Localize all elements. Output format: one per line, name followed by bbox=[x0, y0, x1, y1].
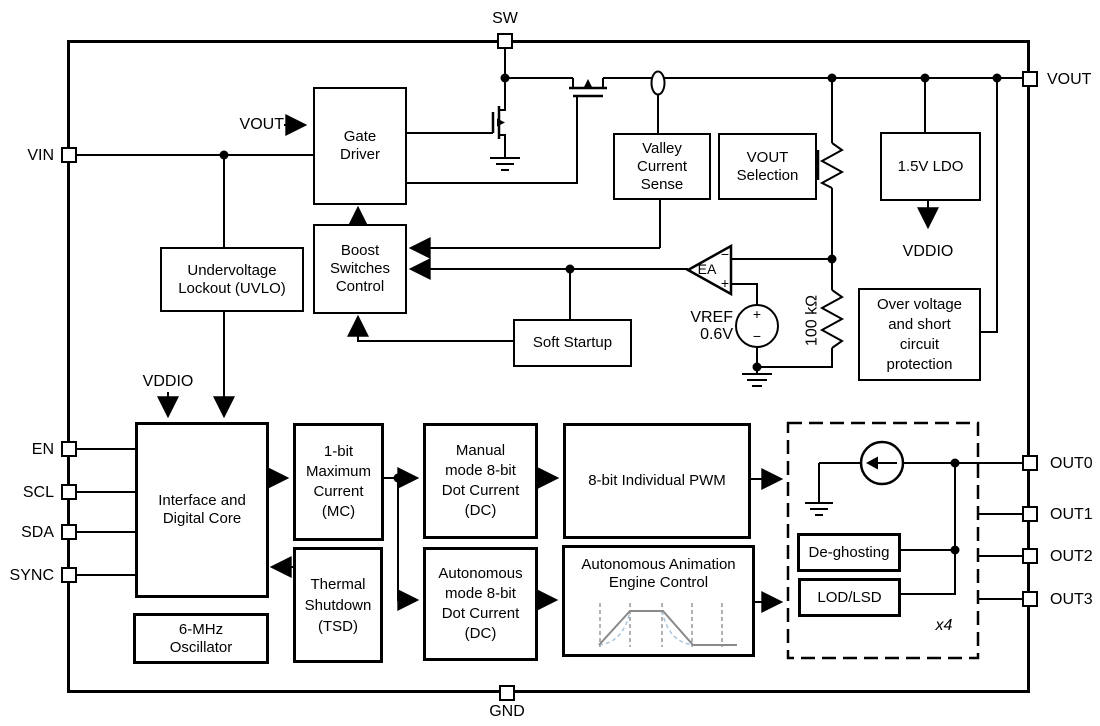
block-max-current: 1-bit Maximum Current (MC) bbox=[293, 423, 384, 541]
highside-mosfet-icon bbox=[569, 78, 607, 98]
pin-out1-label: OUT1 bbox=[1050, 506, 1093, 523]
pin-scl-label: SCL bbox=[22, 484, 54, 501]
vddio-core-label: VDDIO bbox=[142, 373, 194, 390]
pin-sw bbox=[496, 32, 513, 49]
pin-vout-label: VOUT bbox=[1047, 71, 1092, 88]
block-thermal-shutdown: Thermal Shutdown (TSD) bbox=[293, 547, 383, 663]
pin-vout bbox=[1021, 70, 1038, 87]
block-animation-engine: Autonomous Animation Engine Control bbox=[562, 545, 755, 657]
pin-out2 bbox=[1021, 547, 1038, 564]
vref-ground-icon bbox=[742, 373, 772, 387]
pin-out3 bbox=[1021, 590, 1038, 607]
block-auto-dot-current: Autonomous mode 8-bit Dot Current (DC) bbox=[423, 547, 538, 661]
pin-sw-label: SW bbox=[492, 10, 518, 27]
pin-scl bbox=[60, 483, 77, 500]
inductor-sense-icon bbox=[650, 70, 666, 96]
block-valley-current-sense: Valley Current Sense bbox=[613, 133, 711, 200]
block-oscillator: 6-MHz Oscillator bbox=[133, 613, 269, 664]
ea-plus-sign: + bbox=[720, 275, 730, 291]
pin-out2-label: OUT2 bbox=[1050, 548, 1093, 565]
chip-boundary bbox=[67, 40, 1030, 693]
block-ldo: 1.5V LDO bbox=[880, 132, 981, 201]
error-amplifier-icon bbox=[685, 243, 733, 297]
error-amp-label: EA bbox=[697, 261, 717, 277]
block-individual-pwm: 8-bit Individual PWM bbox=[563, 423, 751, 539]
pin-out0 bbox=[1021, 454, 1038, 471]
animation-waveform bbox=[598, 603, 737, 647]
block-soft-startup: Soft Startup bbox=[513, 319, 632, 367]
vref-source-icon bbox=[735, 304, 779, 348]
block-uvlo: Undervoltage Lockout (UVLO) bbox=[160, 247, 304, 312]
vddio-ldo-label: VDDIO bbox=[902, 243, 954, 260]
pin-en bbox=[60, 440, 77, 457]
vref-minus-sign: − bbox=[752, 328, 762, 344]
pin-sync bbox=[60, 566, 77, 583]
pin-vin bbox=[60, 146, 77, 163]
current-source-icon bbox=[859, 440, 905, 486]
block-manual-dot-current: Manual mode 8-bit Dot Current (DC) bbox=[423, 423, 538, 539]
block-boost-switches-control: Boost Switches Control bbox=[313, 224, 407, 314]
block-lod-lsd: LOD/LSD bbox=[798, 578, 901, 617]
vref-label: VREF 0.6V bbox=[690, 309, 733, 343]
junction-dots bbox=[219, 73, 1002, 555]
output-stage-dashed-box bbox=[786, 421, 980, 660]
block-deghosting: De-ghosting bbox=[797, 533, 901, 572]
ea-minus-sign: − bbox=[720, 246, 730, 262]
pin-out3-label: OUT3 bbox=[1050, 591, 1093, 608]
resistor-100k-label: 100 kΩ bbox=[803, 294, 821, 347]
animation-engine-label: Autonomous Animation Engine Control bbox=[581, 556, 736, 591]
wires bbox=[76, 49, 1022, 600]
pin-sda-label: SDA bbox=[21, 524, 54, 541]
x4-multiplier-label: x4 bbox=[935, 617, 953, 634]
pin-gnd-label: GND bbox=[489, 703, 525, 720]
block-vout-selection: VOUT Selection bbox=[718, 133, 817, 200]
pin-vin-label: VIN bbox=[27, 147, 54, 164]
pin-sync-label: SYNC bbox=[9, 567, 54, 584]
output-ground-icon bbox=[805, 502, 833, 516]
pin-gnd bbox=[498, 684, 515, 701]
vref-plus-sign: + bbox=[752, 306, 762, 322]
resistor-100k-icon bbox=[819, 289, 845, 349]
vout-feedback-label: VOUT bbox=[239, 116, 284, 133]
pin-out0-label: OUT0 bbox=[1050, 455, 1093, 472]
pin-en-label: EN bbox=[31, 441, 54, 458]
pin-sda bbox=[60, 523, 77, 540]
variable-resistor-icon bbox=[816, 142, 845, 189]
block-gate-driver: Gate Driver bbox=[313, 87, 407, 205]
pin-out1 bbox=[1021, 505, 1038, 522]
block-interface-digital-core: Interface and Digital Core bbox=[135, 422, 269, 598]
block-ovp: Over voltage and short circuit protectio… bbox=[858, 288, 981, 381]
lowside-mosfet-icon bbox=[490, 78, 520, 171]
